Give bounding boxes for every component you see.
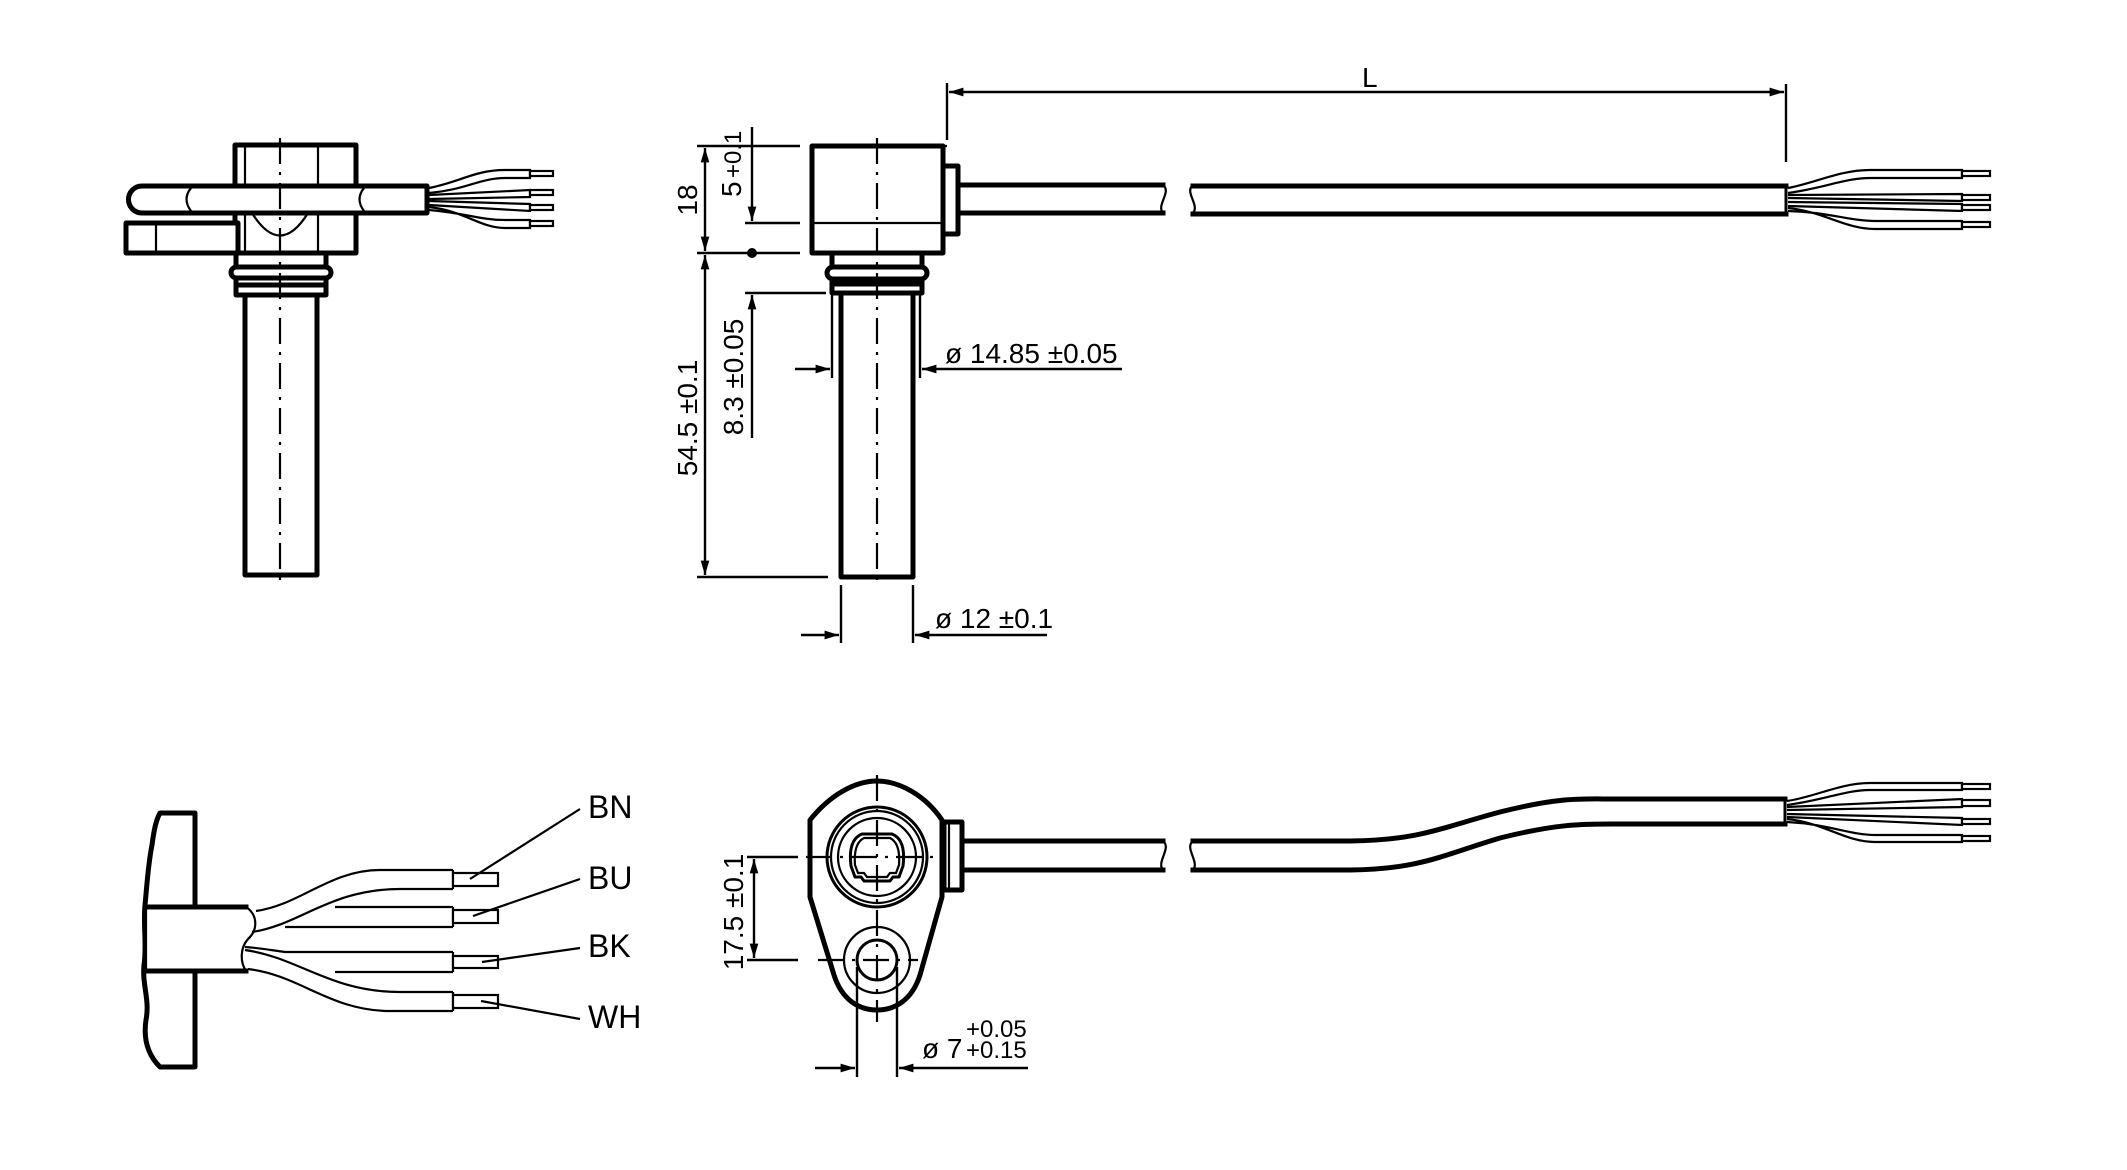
cable-segment-2 <box>1190 183 1789 217</box>
wire-fan <box>244 868 500 1013</box>
leader-bu <box>472 877 581 918</box>
cable-break-right <box>1189 184 1196 214</box>
dim-7-label: ø 7 <box>922 1033 962 1064</box>
cable-break-left <box>1160 184 1167 214</box>
cable-stub <box>146 907 256 971</box>
dim-5-tol: +0.1 <box>720 131 747 178</box>
dim-5-label: 5 <box>716 181 747 197</box>
cable-segment-2-top <box>1190 796 1788 844</box>
cable-break-left <box>1160 840 1167 871</box>
dim-18-label: 18 <box>672 184 703 215</box>
cable-break-mark <box>358 187 365 212</box>
wires-top-middle <box>1787 168 1992 231</box>
cable-stub-end <box>240 906 257 972</box>
cable-segment-1 <box>959 838 1166 873</box>
flange-tab <box>123 220 241 256</box>
dim-12-label: ø 12 ±0.1 <box>935 603 1053 634</box>
leader-wh <box>480 999 581 1021</box>
dim-L-label: L <box>1362 62 1378 93</box>
dim-8-label: 8.3 ±0.05 <box>718 319 749 436</box>
view-top-left <box>123 138 555 584</box>
wire-label-bk: BK <box>588 928 631 964</box>
wire-label-bu: BU <box>588 860 632 896</box>
cable-gland <box>940 163 961 237</box>
view-bottom-left: BN BU BK WH <box>141 789 641 1070</box>
cable-break-mark <box>185 187 192 212</box>
wire-label-bn: BN <box>588 789 632 825</box>
view-top-middle: L 18 5 +0.1 54.5 ±0.1 8.3 ±0.05 ø 14.85 … <box>672 62 1992 643</box>
dim-7-tol-lower: +0.15 <box>966 1037 1027 1064</box>
wire-label-wh: WH <box>588 999 641 1035</box>
dim-7-tol-upper: +0.05 <box>966 1016 1027 1043</box>
leader-bn <box>469 808 581 880</box>
wires-bottom-middle <box>1786 781 1992 844</box>
dim-datum-dot <box>747 248 757 258</box>
leader-bk <box>481 946 581 964</box>
cable-loop <box>126 183 430 216</box>
dim-1485-label: ø 14.85 ±0.05 <box>945 338 1118 369</box>
dim-175-label: 17.5 ±0.1 <box>718 854 749 971</box>
d-shaped-hole-inner <box>853 836 901 879</box>
cable-segment-2-bottom <box>1190 821 1788 873</box>
wires-top-left <box>428 168 555 230</box>
d-shaped-hole <box>848 832 906 883</box>
view-bottom-middle: 17.5 ±0.1 ø 7 +0.05 +0.15 <box>718 775 1992 1077</box>
cable-segment-1 <box>955 182 1166 216</box>
cable-break-right <box>1189 840 1196 871</box>
dim-54-label: 54.5 ±0.1 <box>672 360 703 477</box>
cable-gland <box>941 819 965 893</box>
